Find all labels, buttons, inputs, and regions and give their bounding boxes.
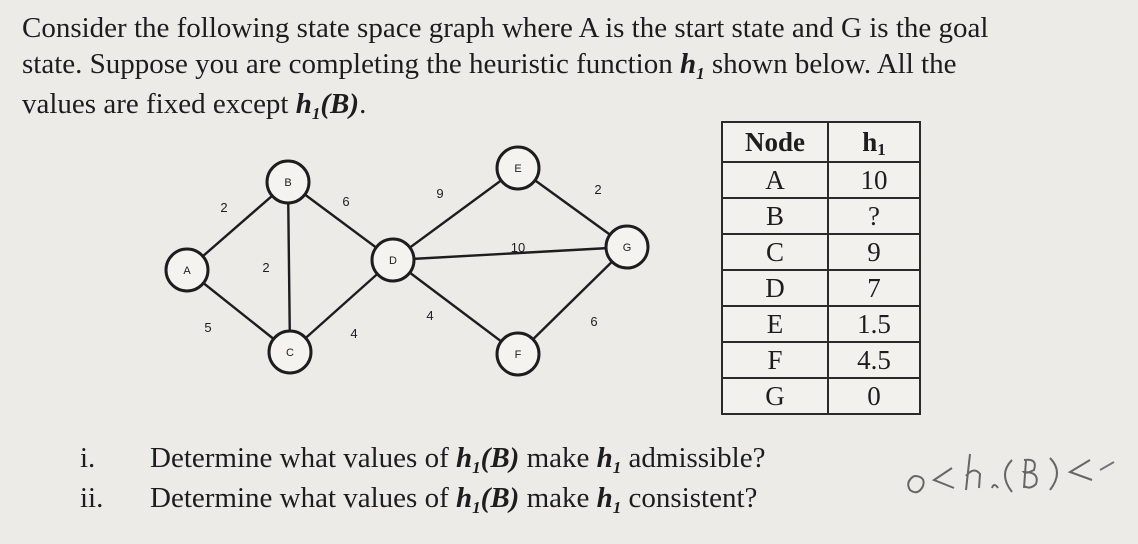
intro-line-2: state. Suppose you are completing the he…: [22, 48, 957, 83]
h-value-cell: 9: [827, 233, 921, 271]
graph-node-b: B: [265, 159, 311, 205]
graph-node-e: E: [495, 145, 541, 191]
h-value-cell: ?: [827, 197, 921, 235]
node-circle: [265, 159, 311, 205]
node-cell: A: [721, 161, 829, 199]
node-label: E: [514, 163, 521, 175]
graph-node-d: D: [370, 237, 416, 283]
node-cell: E: [721, 305, 829, 343]
header-node: Node: [721, 121, 829, 163]
node-label: D: [389, 255, 397, 267]
node-label: A: [183, 265, 191, 277]
edge-cost-label: 2: [262, 260, 269, 275]
edge-cost-label: 2: [594, 182, 601, 197]
node-circle: [267, 329, 313, 375]
edge-cost-label: 2: [220, 200, 227, 215]
graph-node-g: G: [604, 224, 650, 270]
node-circle: [370, 237, 416, 283]
intro-line-1: Consider the following state space graph…: [22, 12, 989, 44]
problem-statement: Consider the following state space graph…: [22, 10, 1118, 126]
h-value-cell: 10: [827, 161, 921, 199]
intro-line-3: values are fixed except h1(B).: [22, 88, 367, 123]
graph-node-a: A: [164, 247, 210, 293]
edge-cost-label: 4: [350, 326, 357, 341]
h-value-cell: 0: [827, 377, 921, 415]
node-label: B: [284, 177, 291, 189]
questions-list: i. Determine what values of h1(B) make h…: [80, 440, 765, 520]
edge-c-d: [289, 259, 394, 353]
node-label: G: [623, 242, 632, 254]
edge-cost-label: 9: [436, 186, 443, 201]
table-row: B?: [721, 197, 921, 235]
edge-d-e: [392, 167, 519, 261]
edge-f-g: [517, 246, 628, 355]
node-circle: [495, 145, 541, 191]
header-h: h1: [827, 121, 921, 163]
question-2: ii. Determine what values of h1(B) make …: [80, 482, 758, 517]
h-value-cell: 1.5: [827, 305, 921, 343]
h-value-cell: 7: [827, 269, 921, 307]
state-space-graph: 2 5 2 6 4 9 4 10 2 6 A B C D E F G: [164, 145, 650, 377]
h-value-cell: 4.5: [827, 341, 921, 379]
node-cell: D: [721, 269, 829, 307]
edge-cost-label: 10: [511, 240, 525, 255]
node-cell: C: [721, 233, 829, 271]
graph-node-c: C: [267, 329, 313, 375]
node-circle: [604, 224, 650, 270]
node-label: C: [286, 347, 294, 359]
edge-cost-label: 6: [590, 314, 597, 329]
edge-cost-label: 6: [342, 194, 349, 209]
node-label: F: [515, 349, 522, 361]
edge-cost-label: 5: [204, 320, 211, 335]
node-cell: B: [721, 197, 829, 235]
graph-node-f: F: [495, 331, 541, 377]
edge-cost-label: 4: [426, 308, 433, 323]
node-circle: [495, 331, 541, 377]
edge-b-c: [286, 181, 292, 353]
edge-d-f: [392, 259, 519, 355]
node-cell: G: [721, 377, 829, 415]
table-header-row: Node h1: [721, 121, 921, 163]
edge-d-g: [392, 245, 628, 262]
handwritten-note: [907, 453, 1115, 494]
node-circle: [164, 247, 210, 293]
node-cell: F: [721, 341, 829, 379]
question-1: i. Determine what values of h1(B) make h…: [80, 442, 766, 477]
